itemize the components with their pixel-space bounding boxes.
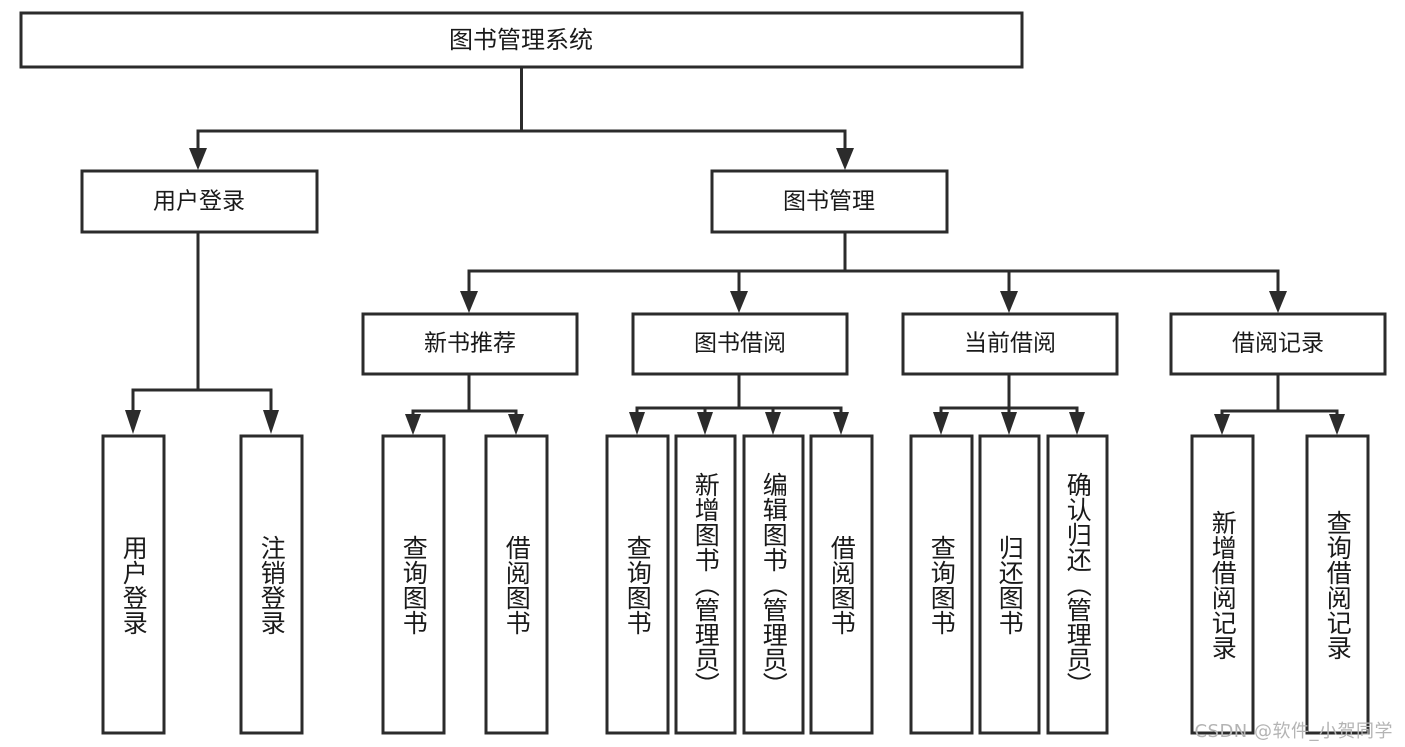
node-new-book-recommend[interactable]: 新书推荐 bbox=[361, 312, 579, 376]
node-current-borrow[interactable]: 当前借阅 bbox=[901, 312, 1119, 376]
node-user-login[interactable]: 用户登录 bbox=[80, 169, 319, 234]
arrow-head-leaf-record-2 bbox=[1329, 414, 1345, 435]
node-root-box[interactable] bbox=[19, 11, 1024, 69]
arrow-head-leaf-borrow-4 bbox=[833, 412, 849, 435]
node-root-label: 图书管理系统 bbox=[449, 26, 593, 54]
node-new-book-recommend-box[interactable] bbox=[361, 312, 579, 376]
leaf-box-borrow-1[interactable] bbox=[605, 434, 670, 735]
node-current-borrow-box[interactable] bbox=[901, 312, 1119, 376]
leaf-box-borrow-2[interactable] bbox=[674, 434, 737, 735]
node-user-login-box[interactable] bbox=[80, 169, 319, 234]
leaf-box-record-2[interactable] bbox=[1305, 434, 1370, 735]
arrow-head-leaf-current-1 bbox=[933, 412, 949, 435]
arrow-head-leaf-borrow-1 bbox=[629, 412, 645, 435]
leaf-box-current-1[interactable] bbox=[909, 434, 974, 735]
arrow-head-leaf-newbook-1 bbox=[405, 414, 421, 435]
arrow-head-leaf-borrow-3 bbox=[765, 412, 781, 435]
node-new-book-recommend-label: 新书推荐 bbox=[424, 331, 516, 357]
arrow-head-leaf-current-2 bbox=[1001, 412, 1017, 435]
leaf-box-borrow-3[interactable] bbox=[742, 434, 805, 735]
leaf-box-user-login-2[interactable] bbox=[239, 434, 304, 735]
leaf-box-current-3[interactable] bbox=[1046, 434, 1109, 735]
leaf-box-record-1[interactable] bbox=[1190, 434, 1255, 735]
node-book-borrow[interactable]: 图书借阅 bbox=[631, 312, 849, 376]
leaf-box-current-2[interactable] bbox=[978, 434, 1041, 735]
node-book-borrow-box[interactable] bbox=[631, 312, 849, 376]
arrow-head-leaf-newbook-2 bbox=[508, 414, 524, 435]
node-book-manage-label: 图书管理 bbox=[783, 189, 875, 215]
arrow-head-record bbox=[1269, 291, 1287, 313]
leaf-box-newbook-2[interactable] bbox=[484, 434, 549, 735]
node-user-login-label: 用户登录 bbox=[153, 189, 245, 215]
arrow-head-leaf-borrow-2 bbox=[697, 412, 713, 435]
arrow-head-user-login bbox=[189, 148, 207, 170]
connector-layer bbox=[125, 65, 1345, 435]
node-root[interactable]: 图书管理系统 bbox=[19, 11, 1024, 69]
arrow-head-leaf-record-1 bbox=[1214, 414, 1230, 435]
arrow-head-leaf-user-login-2 bbox=[263, 410, 279, 434]
arrow-head-borrow bbox=[730, 291, 748, 313]
node-borrow-record[interactable]: 借阅记录 bbox=[1169, 312, 1387, 376]
node-layer: 图书管理系统 用户登录 图书管理 新书推荐 图书借阅 当前 bbox=[19, 11, 1387, 735]
node-book-borrow-label: 图书借阅 bbox=[694, 331, 786, 357]
arrow-head-current bbox=[1000, 291, 1018, 313]
node-book-manage-box[interactable] bbox=[710, 169, 949, 234]
arrow-head-book-manage bbox=[836, 148, 854, 170]
leaf-box-user-login-1[interactable] bbox=[101, 434, 166, 735]
leaf-box-newbook-1[interactable] bbox=[381, 434, 446, 735]
node-borrow-record-box[interactable] bbox=[1169, 312, 1387, 376]
csdn-watermark: CSDN @软件_小贺同学 bbox=[1194, 721, 1393, 742]
node-current-borrow-label: 当前借阅 bbox=[964, 331, 1056, 357]
arrow-head-newbook bbox=[460, 291, 478, 313]
arrow-head-leaf-user-login-1 bbox=[125, 410, 141, 434]
arrow-head-leaf-current-3 bbox=[1069, 412, 1085, 435]
node-borrow-record-label: 借阅记录 bbox=[1232, 331, 1324, 357]
leaf-box-borrow-4[interactable] bbox=[809, 434, 874, 735]
node-book-manage[interactable]: 图书管理 bbox=[710, 169, 949, 234]
